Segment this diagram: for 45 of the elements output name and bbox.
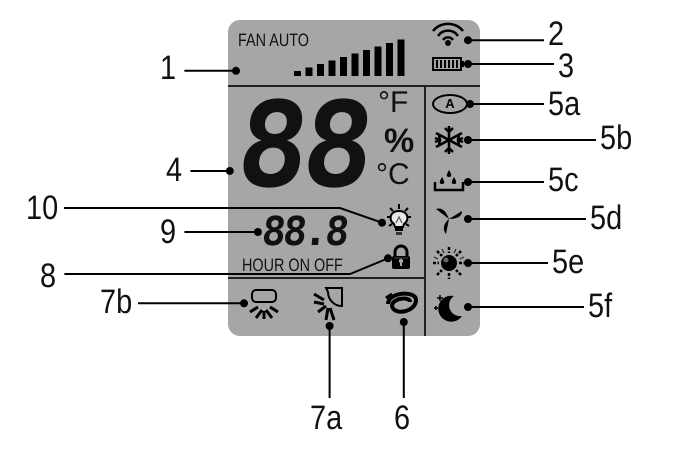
callout-number: 5f [588, 288, 622, 324]
unit-symbol: °C [376, 160, 410, 190]
callout-number: 5c [548, 162, 582, 198]
leader-line [64, 254, 392, 275]
callout-number: 1 [160, 50, 180, 86]
leader-line [464, 215, 586, 223]
sun-icon [432, 247, 466, 279]
leader-line [464, 303, 584, 311]
leader-line [326, 322, 334, 398]
callout-number: 5b [600, 120, 634, 156]
auto-mode-icon: A [432, 94, 468, 114]
leader-line [464, 36, 544, 44]
wifi-signal-icon [430, 22, 466, 48]
leader-line [464, 60, 554, 68]
leader-line [464, 259, 548, 267]
padlock-icon [390, 244, 412, 270]
unit-symbol: % [384, 124, 414, 158]
callout-number: 5d [590, 200, 624, 236]
callout-number: 7a [310, 400, 344, 436]
leader-line [184, 66, 240, 75]
battery-icon [430, 56, 466, 72]
callout-number: 4 [166, 152, 186, 188]
lcd-screen-panel [228, 20, 480, 336]
timer-digits: 88.8 [260, 212, 348, 252]
callout-number: 9 [160, 214, 180, 250]
louver-swing-icon [246, 288, 282, 322]
mode-text: FAN AUTO [238, 30, 309, 51]
snowflake-icon [432, 124, 466, 156]
callout-number: 6 [394, 400, 414, 436]
leader-line [138, 299, 248, 308]
leader-line [464, 178, 544, 186]
callout-number: 10 [26, 190, 60, 226]
leader-line [190, 166, 234, 175]
callout-number: 7b [100, 284, 134, 320]
leader-line [464, 136, 596, 144]
leader-line [64, 207, 386, 227]
unit-symbol: °F [378, 88, 408, 118]
leader-line [184, 228, 262, 236]
light-bulb-icon [384, 204, 414, 238]
leader-line [466, 100, 544, 108]
timer-mode-text: HOUR ON OFF [242, 256, 343, 274]
callout-number: 5e [552, 244, 586, 280]
callout-number: 5a [548, 86, 582, 122]
leader-line [400, 318, 408, 398]
callout-number: 8 [40, 258, 60, 294]
